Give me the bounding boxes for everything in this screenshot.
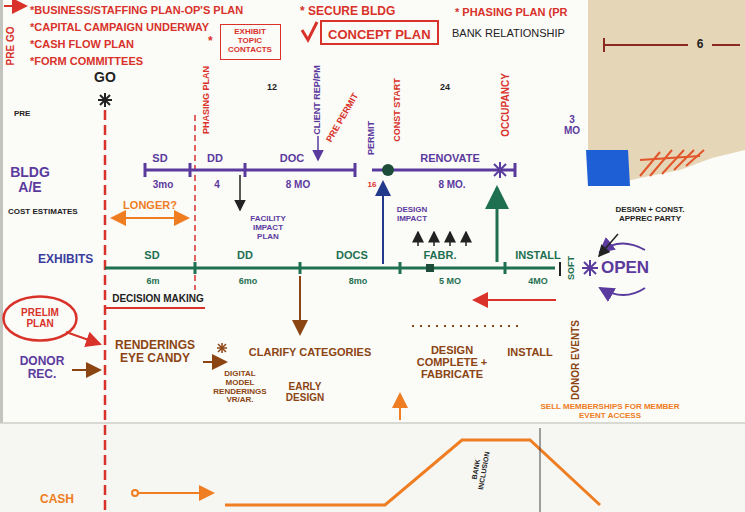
note-label: EARLY DESIGN [283, 381, 327, 403]
note-box: CONCEPT PLAN [320, 20, 439, 45]
note-label: DOCS [336, 249, 368, 261]
box-content: CONCEPT PLAN [328, 28, 431, 42]
note-label: DOC [280, 152, 304, 164]
note-label: CLARIFY CATEGORIES [249, 346, 371, 358]
note-label: 4 [214, 179, 220, 190]
note-label: DONOR REC. [17, 355, 67, 381]
note-label: CONST START [393, 78, 403, 141]
note-box: EXHIBIT TOPIC CONTACTS [220, 24, 281, 60]
note-label: SD [144, 249, 159, 261]
note-label: *FORM COMMITTEES [30, 55, 143, 67]
note-label: * [208, 35, 213, 48]
note-label: DONOR EVENTS [570, 320, 581, 400]
note-label: *CAPITAL CAMPAIGN UNDERWAY [30, 21, 209, 33]
note-label: SOFT [567, 256, 577, 280]
note-label: * PHASING PLAN (PR [455, 6, 567, 18]
note-label: 8 MO. [438, 179, 465, 190]
note-label: DD [207, 152, 223, 164]
note-label: OPEN [601, 259, 649, 278]
note-label: 6m [146, 277, 159, 287]
note-label: BANK RELATIONSHIP [452, 27, 565, 39]
box-text: EXHIBIT TOPIC CONTACTS [225, 28, 275, 54]
note-label: INSTALL [515, 249, 561, 261]
box-content: PRELIM PLAN [17, 307, 63, 329]
note-label: 16 [368, 181, 377, 190]
note-label: BLDG A/E [7, 165, 53, 196]
note-label: DD [237, 249, 253, 261]
note-label: SD [152, 152, 167, 164]
box-text: PRELIM PLAN [17, 307, 63, 329]
note-label: 6 [697, 38, 704, 51]
note-label: RENOVATE [420, 152, 480, 164]
note-label: GO [94, 70, 116, 85]
note-label: OCCUPANCY [500, 73, 511, 137]
note-label: INSTALL [507, 346, 553, 358]
note-label: CASH [40, 493, 74, 506]
note-label: COST ESTIMATES [8, 208, 78, 217]
note-label: DESIGN IMPACT [391, 206, 433, 224]
note-label: EXHIBITS [38, 253, 93, 266]
note-label: PRE [14, 110, 30, 119]
note-label: DECISION MAKING [112, 293, 204, 304]
box-text: CONCEPT PLAN [328, 28, 431, 42]
note-label: *CASH FLOW PLAN [30, 38, 134, 50]
note-label: 3mo [153, 179, 174, 190]
note-label: CLIENT REP/PM [313, 65, 323, 135]
box-content: EXHIBIT TOPIC CONTACTS [225, 28, 275, 54]
note-label: 12 [267, 83, 277, 93]
note-label: 3 MO [561, 114, 583, 136]
note-label: *BUSINESS/STAFFING PLAN-OP'S PLAN [30, 4, 243, 16]
note-label: PRE GO [5, 27, 16, 66]
note-label: 4MO [528, 277, 548, 287]
note-label: PHASING PLAN [202, 66, 212, 134]
note-label: PERMIT [367, 121, 377, 155]
plan-circle: PRELIM PLAN [2, 295, 78, 342]
note-label: 8mo [349, 277, 368, 287]
note-label: DESIGN + CONST. APPREC PARTY [611, 206, 689, 224]
note-label: FACILITY IMPACT PLAN [243, 215, 293, 241]
note-label: 8 MO [286, 179, 310, 190]
note-label: DIGITAL MODEL RENDERINGS VR/AR. [210, 370, 270, 405]
note-label: 5 MO [439, 277, 461, 287]
note-label: RENDERINGS EYE CANDY [109, 339, 201, 365]
note-label: SELL MEMBERSHIPS FOR MEMBER EVENT ACCESS [535, 403, 685, 421]
note-label: 24 [440, 83, 450, 93]
note-label: LONGER? [123, 199, 177, 211]
note-label: 6mo [239, 277, 258, 287]
note-label: FABR. [424, 249, 457, 261]
note-label: DESIGN COMPLETE + FABRICATE [409, 344, 495, 380]
note-label: * SECURE BLDG [300, 5, 395, 18]
